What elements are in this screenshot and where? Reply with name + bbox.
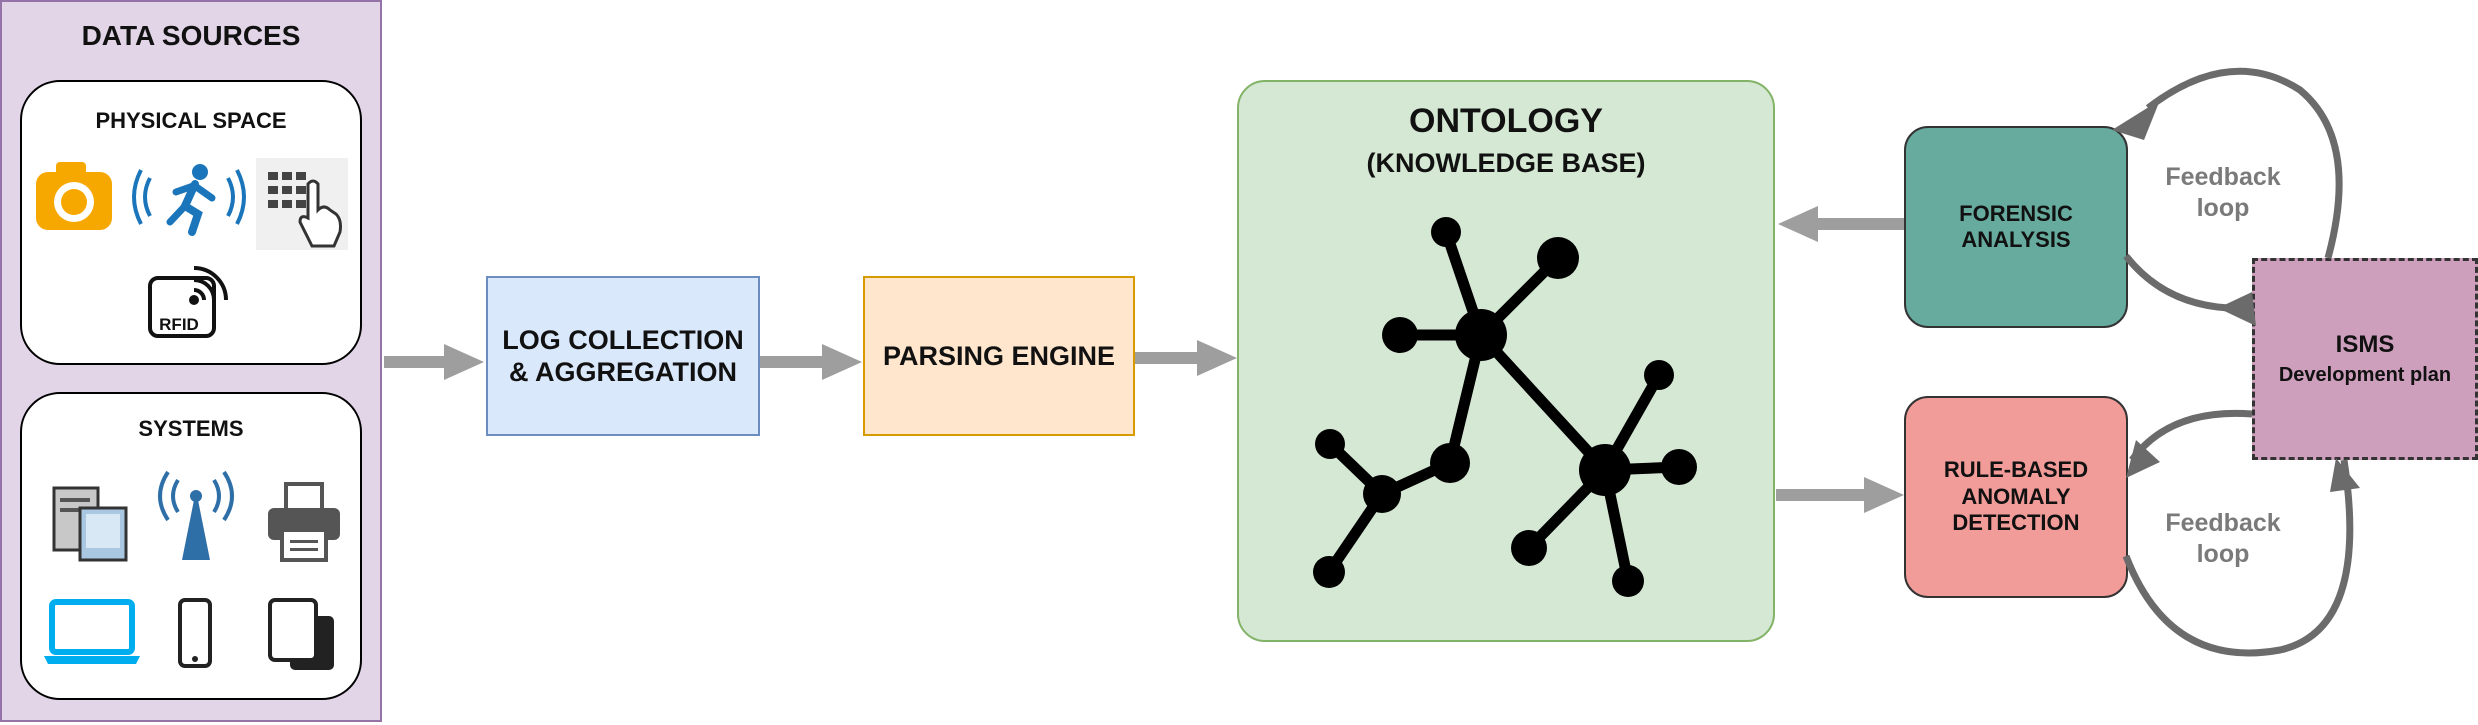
forensic-line1: FORENSIC: [1959, 200, 2073, 226]
physical-space-title: PHYSICAL SPACE: [95, 108, 287, 133]
feedback-top-line2: loop: [2196, 194, 2250, 223]
feedback-loop-top-label: Feedback loop: [2143, 162, 2303, 225]
log-collection-box: LOG COLLECTION & AGGREGATION: [486, 276, 760, 436]
laptop-icon: [44, 599, 140, 664]
rule-based-detection-box: RULE-BASED ANOMALY DETECTION: [1904, 396, 2128, 598]
flow-arrow-sources-to-log: [384, 344, 484, 380]
camera-icon: [36, 162, 112, 230]
systems-title: SYSTEMS: [138, 416, 244, 441]
flow-arrow-log-to-parse: [760, 344, 862, 380]
rfid-icon: RFID: [148, 266, 228, 338]
isms-title: ISMS: [2335, 330, 2395, 358]
wireless-antenna-icon: [158, 470, 234, 560]
feedback-loop-bottom-label: Feedback loop: [2143, 508, 2303, 571]
tablet-icon: [268, 598, 334, 670]
rfid-label: RFID: [159, 315, 199, 334]
rule-line3: DETECTION: [1952, 510, 2080, 536]
log-collection-line1: LOG COLLECTION: [502, 324, 744, 355]
rule-line1: RULE-BASED: [1943, 457, 2089, 483]
ontology-title: ONTOLOGY: [1409, 102, 1603, 140]
parsing-engine-box: PARSING ENGINE: [863, 276, 1135, 436]
server-icon: [52, 486, 128, 562]
flow-arrow-ontology-to-rule: [1776, 477, 1904, 513]
feedback-bottom-arrowhead-2: [2330, 458, 2360, 492]
keypad-icon: [256, 158, 348, 250]
feedback-bottom-line1: Feedback: [2165, 509, 2281, 537]
rule-line2: ANOMALY: [1961, 483, 2071, 509]
knowledge-graph-icon: [1313, 217, 1697, 597]
motion-sensor-icon: [132, 164, 246, 236]
parsing-engine-label: PARSING ENGINE: [882, 340, 1116, 371]
isms-box: ISMS Development plan: [2252, 258, 2478, 460]
flow-arrow-parse-to-ontology: [1135, 340, 1237, 376]
feedback-bottom-arrowhead-1: [2126, 440, 2160, 478]
forensic-analysis-box: FORENSIC ANALYSIS: [1904, 126, 2128, 328]
forensic-line2: ANALYSIS: [1961, 227, 2071, 252]
isms-subtitle: Development plan: [2278, 364, 2452, 387]
feedback-loop-bottom-arrow: [2122, 409, 2354, 657]
ontology-subtitle: (KNOWLEDGE BASE): [1366, 148, 1646, 178]
flow-arrow-forensic-to-ontology: [1778, 206, 1904, 242]
feedback-top-arrowhead-2: [2218, 292, 2256, 326]
feedback-top-arrowhead-1: [2112, 100, 2160, 140]
feedback-loop-top-arrow: [2123, 67, 2343, 312]
printer-icon: [268, 482, 340, 562]
feedback-top-line1: Feedback: [2165, 163, 2281, 191]
feedback-bottom-line2: loop: [2196, 540, 2250, 569]
log-collection-line2: & AGGREGATION: [508, 357, 737, 387]
smartphone-icon: [178, 598, 212, 668]
data-sources-title: DATA SOURCES: [81, 20, 301, 51]
